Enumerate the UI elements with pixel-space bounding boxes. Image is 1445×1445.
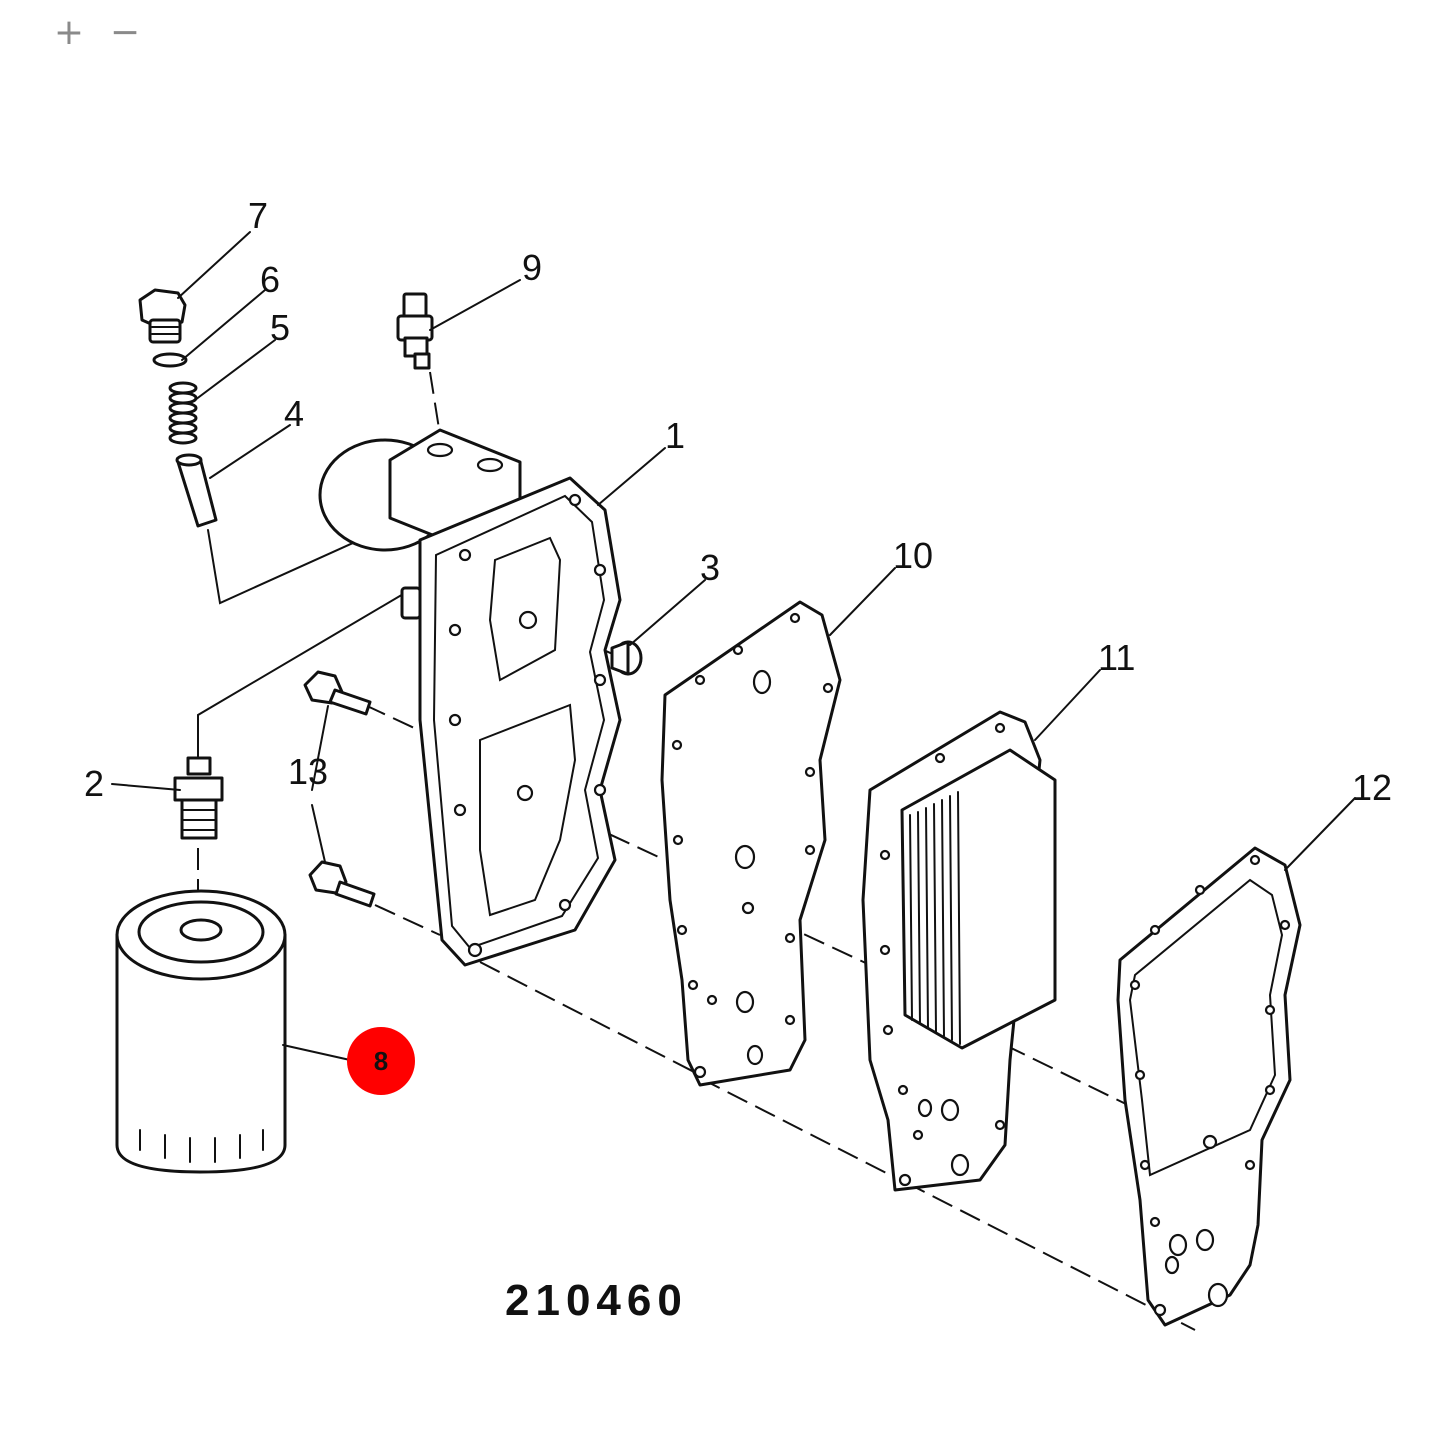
callout-5[interactable]: 5 [270, 307, 290, 348]
part-12-gasket [1116, 846, 1302, 1327]
callout-6[interactable]: 6 [260, 259, 280, 300]
zoom-out-button[interactable]: − [109, 11, 141, 53]
part-9-sensor [396, 292, 434, 370]
callout-2[interactable]: 2 [84, 763, 104, 804]
callout-4[interactable]: 4 [284, 393, 304, 434]
callout-7[interactable]: 7 [248, 195, 268, 236]
part-10-gasket [660, 600, 842, 1087]
part-6-o-ring [152, 352, 188, 368]
callout-8[interactable]: 8 [374, 1046, 388, 1076]
callout-11[interactable]: 11 [1098, 637, 1135, 678]
assembly-line-nipple [197, 589, 411, 761]
zoom-in-button[interactable]: + [53, 11, 85, 53]
part-13-bolt-lower [308, 860, 376, 908]
callout-13[interactable]: 13 [288, 751, 328, 792]
callout-8-highlight-marker[interactable] [347, 1027, 415, 1095]
callout-1[interactable]: 1 [665, 415, 685, 456]
assembly-line-e [699, 1077, 901, 1181]
callout-10[interactable]: 10 [893, 535, 933, 576]
callout-9[interactable]: 9 [522, 247, 542, 288]
part-11-oil-cooler [861, 710, 1057, 1192]
assembly-line-b [747, 907, 871, 966]
part-5-spring [168, 381, 198, 445]
assembly-line-valve [207, 514, 416, 605]
part-2-nipple [173, 756, 224, 840]
part-3-plug [610, 640, 643, 676]
callout-3[interactable]: 3 [700, 547, 720, 588]
part-8-oil-filter [115, 889, 287, 1174]
part-7-plug [138, 288, 187, 344]
assembly-line-sensor [429, 371, 441, 436]
assembly-line-bolt-lower [374, 904, 441, 936]
assembly-line-f [904, 1181, 1196, 1331]
figure-number: 210460 [505, 1276, 688, 1325]
part-4-valve [175, 453, 218, 528]
assembly-line-d [479, 961, 701, 1076]
callout-labels: 7 6 5 4 9 1 3 10 11 12 2 13 8 [84, 195, 1392, 1076]
callout-12[interactable]: 12 [1352, 767, 1392, 808]
part-1-filter-head [318, 428, 622, 967]
part-13-bolt-upper [303, 670, 372, 716]
leader-lines [111, 231, 1356, 1061]
zoom-controls: + − [52, 11, 142, 53]
